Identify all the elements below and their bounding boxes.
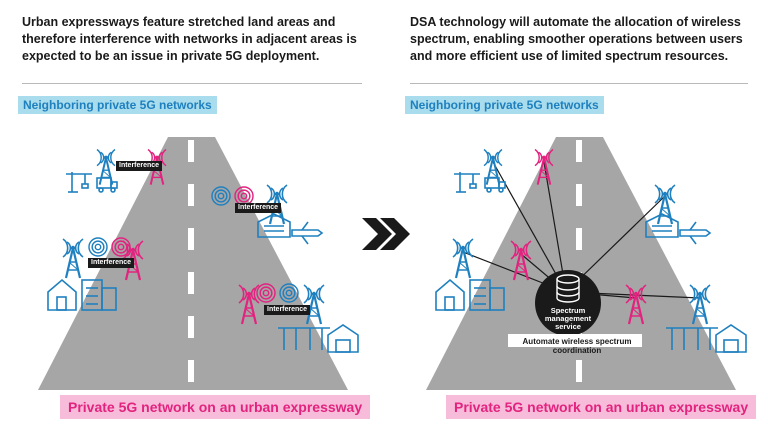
coordination-label-bg xyxy=(508,334,642,347)
interference-label-3: Interference xyxy=(88,258,135,268)
right-divider xyxy=(410,83,748,84)
warehouse-icon xyxy=(257,213,291,238)
truck-icon xyxy=(96,177,118,193)
warehouse-icon-2 xyxy=(715,324,747,353)
airplane-icon xyxy=(291,221,324,245)
warehouse-icon xyxy=(645,213,679,238)
left-description: Urban expressways feature stretched land… xyxy=(22,15,357,63)
right-description: DSA technology will automate the allocat… xyxy=(410,15,743,63)
left-caption: Private 5G network on an urban expresswa… xyxy=(60,395,371,419)
airplane-icon xyxy=(679,221,712,245)
double-chevron-icon xyxy=(362,218,410,250)
left-neighbor-label: Neighboring private 5G networks xyxy=(18,96,217,114)
left-road xyxy=(38,137,348,390)
building-icon xyxy=(469,279,505,311)
interference-label-2: Interference xyxy=(235,203,282,213)
port-crane-icon xyxy=(278,327,330,350)
server-label: Spectrum management service xyxy=(544,306,592,331)
interference-label-4: Interference xyxy=(264,305,311,315)
right-neighbor-label: Neighboring private 5G networks xyxy=(405,96,604,114)
left-tower-blue-3 xyxy=(61,237,85,280)
interference-label-1: Interference xyxy=(116,161,163,171)
coordination-label: Automate wireless spectrum coordination xyxy=(522,337,632,355)
building-icon xyxy=(81,279,117,311)
house-icon xyxy=(47,278,77,311)
left-infrastructure-icons xyxy=(47,172,359,353)
server-icon xyxy=(535,270,601,336)
warehouse-icon-2 xyxy=(327,324,359,353)
left-wave-blue-2 xyxy=(88,237,108,257)
right-infrastructure-icons xyxy=(435,172,747,353)
right-road xyxy=(426,137,736,390)
left-divider xyxy=(22,83,362,84)
crane-icon xyxy=(66,172,92,193)
house-icon xyxy=(435,278,465,311)
port-crane-icon xyxy=(666,327,718,350)
truck-icon xyxy=(484,177,506,193)
crane-icon xyxy=(454,172,480,193)
right-tower-blue-3 xyxy=(451,237,475,280)
right-caption: Private 5G network on an urban expresswa… xyxy=(446,395,757,419)
left-tower-blue-1 xyxy=(96,148,116,186)
